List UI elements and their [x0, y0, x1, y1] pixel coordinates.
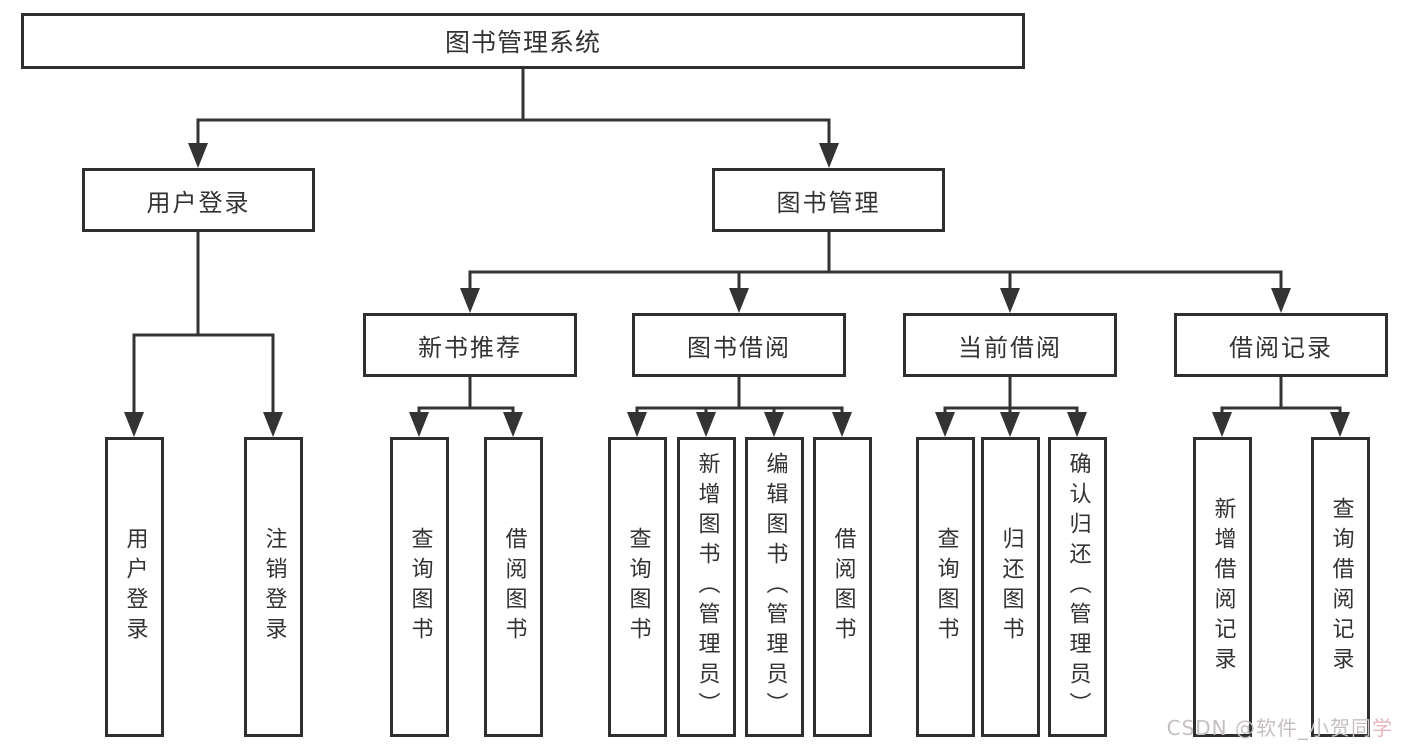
leaf-user-login: 用户登录	[105, 437, 164, 737]
leaf-records-query: 查询借阅记录	[1311, 437, 1370, 737]
node-user-login: 用户登录	[82, 168, 315, 232]
leaf-borrow-edit-admin: 编辑图书（管理员）	[745, 437, 804, 737]
node-book-management: 图书管理	[712, 168, 945, 232]
leaf-records-query-label: 查询借阅记录	[1328, 497, 1354, 677]
leaf-borrow-add-admin-label: 新增图书（管理员）	[694, 452, 720, 722]
leaf-borrow-query-label: 查询图书	[625, 527, 651, 647]
leaf-newbooks-query-label: 查询图书	[407, 527, 433, 647]
leaf-borrow-borrow-label: 借阅图书	[830, 527, 856, 647]
node-new-books: 新书推荐	[363, 313, 577, 377]
leaf-current-return-label: 归还图书	[998, 527, 1024, 647]
leaf-newbooks-borrow: 借阅图书	[484, 437, 543, 737]
watermark-accent: 学	[1372, 716, 1393, 740]
node-borrow-records: 借阅记录	[1174, 313, 1388, 377]
node-current-borrow: 当前借阅	[903, 313, 1117, 377]
leaf-logout: 注销登录	[244, 437, 303, 737]
leaf-user-login-label: 用户登录	[122, 527, 148, 647]
leaf-newbooks-query: 查询图书	[390, 437, 449, 737]
node-book-borrow: 图书借阅	[632, 313, 846, 377]
watermark-text: CSDN @软件_小贺同	[1166, 716, 1372, 740]
leaf-borrow-borrow: 借阅图书	[813, 437, 872, 737]
leaf-borrow-query: 查询图书	[608, 437, 667, 737]
leaf-current-query-label: 查询图书	[933, 527, 959, 647]
leaf-current-return: 归还图书	[981, 437, 1040, 737]
arrowheads	[124, 143, 1350, 437]
leaf-current-confirm-admin-label: 确认归还（管理员）	[1065, 452, 1091, 722]
watermark: CSDN @软件_小贺同学	[1167, 712, 1393, 741]
node-root: 图书管理系统	[21, 13, 1025, 69]
leaf-newbooks-borrow-label: 借阅图书	[501, 527, 527, 647]
leaf-records-add-label: 新增借阅记录	[1210, 497, 1236, 677]
leaf-current-confirm-admin: 确认归还（管理员）	[1048, 437, 1107, 737]
leaf-borrow-add-admin: 新增图书（管理员）	[677, 437, 736, 737]
leaf-records-add: 新增借阅记录	[1193, 437, 1252, 737]
leaf-current-query: 查询图书	[916, 437, 975, 737]
leaf-borrow-edit-admin-label: 编辑图书（管理员）	[762, 452, 788, 722]
leaf-logout-label: 注销登录	[261, 527, 287, 647]
